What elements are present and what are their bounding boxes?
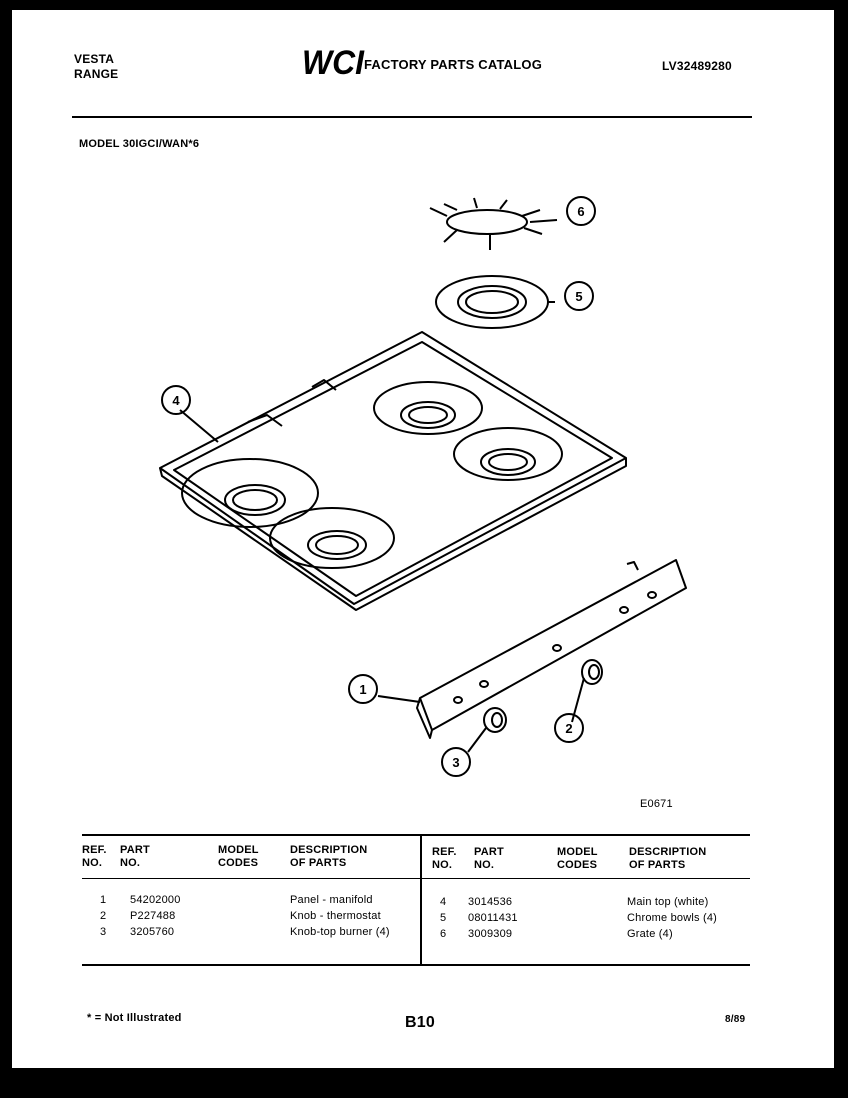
header-ref-right-line2: NO. — [432, 859, 453, 871]
wci-logo-text: WCI — [302, 44, 365, 80]
row-part: 3014536 — [468, 896, 513, 908]
row-ref: 5 — [440, 912, 447, 924]
header-ref-no-right: REF. NO. — [432, 846, 457, 872]
header-underline-left — [82, 878, 420, 879]
catalog-sheet: VESTA RANGE WCI FACTORY PARTS CATALOG LV… — [12, 10, 834, 1068]
callout-1: 1 — [348, 674, 378, 704]
table-divider — [420, 836, 422, 966]
catalog-code: LV32489280 — [662, 59, 732, 73]
header-model-line1: MODEL — [218, 844, 259, 856]
header-part-right-line2: NO. — [474, 859, 495, 871]
not-illustrated-note: * = Not Illustrated — [87, 1012, 182, 1024]
callout-1-label: 1 — [359, 682, 366, 697]
catalog-title: FACTORY PARTS CATALOG — [364, 57, 543, 72]
row-part: 3205760 — [130, 926, 175, 938]
header-model-codes-right: MODEL CODES — [557, 846, 598, 872]
header-part-line2: NO. — [120, 857, 141, 869]
callout-5-label: 5 — [575, 289, 582, 304]
header-rule — [72, 116, 752, 118]
burner-knob-part — [467, 707, 507, 753]
header-model-right-line1: MODEL — [557, 846, 598, 858]
main-top-part — [159, 331, 627, 611]
header-desc-right-line2: OF PARTS — [629, 859, 686, 871]
callout-4-label: 4 — [172, 393, 180, 408]
table-top-rule — [82, 834, 750, 836]
header-model-right-line2: CODES — [557, 859, 598, 871]
manifold-panel-part — [377, 559, 687, 739]
row-part: 08011431 — [468, 912, 518, 924]
row-ref: 2 — [100, 910, 107, 922]
callout-3-label: 3 — [452, 755, 459, 770]
wci-logo: WCI — [302, 44, 365, 80]
brand-name: VESTA — [74, 52, 115, 66]
header-underline-right — [422, 878, 750, 879]
header-description-right: DESCRIPTION OF PARTS — [629, 846, 706, 872]
header-desc-line2: OF PARTS — [290, 857, 347, 869]
callout-5: 5 — [564, 281, 594, 311]
row-part: 54202000 — [130, 894, 181, 906]
header-model-codes: MODEL CODES — [218, 844, 259, 870]
header-ref-no: REF. NO. — [82, 844, 107, 870]
header-desc-line1: DESCRIPTION — [290, 844, 368, 856]
row-desc: Main top (white) — [627, 896, 709, 908]
row-part: 3009309 — [468, 928, 513, 940]
row-ref: 1 — [100, 894, 107, 906]
callout-6: 6 — [566, 196, 596, 226]
row-part: P227488 — [130, 910, 176, 922]
chrome-bowl-part — [435, 275, 555, 329]
header-part-right-line1: PART — [474, 846, 504, 858]
row-desc: Knob-top burner (4) — [290, 926, 390, 938]
row-ref: 4 — [440, 896, 447, 908]
header-ref-line2: NO. — [82, 857, 103, 869]
callout-3: 3 — [441, 747, 471, 777]
header-desc-right-line1: DESCRIPTION — [629, 846, 707, 858]
product-type: RANGE — [74, 67, 119, 81]
callout-6-label: 6 — [577, 204, 584, 219]
row-ref: 3 — [100, 926, 107, 938]
header-description: DESCRIPTION OF PARTS — [290, 844, 367, 870]
callout-2: 2 — [554, 713, 584, 743]
callout-2-label: 2 — [565, 721, 572, 736]
catalog-date: 8/89 — [725, 1014, 746, 1025]
row-desc: Knob - thermostat — [290, 910, 381, 922]
row-ref: 6 — [440, 928, 447, 940]
page-number: B10 — [405, 1014, 435, 1031]
header-part-line1: PART — [120, 844, 150, 856]
header-part-no: PART NO. — [120, 844, 150, 870]
header-ref-right-line1: REF. — [432, 846, 457, 858]
grate-part — [429, 197, 558, 250]
model-label: MODEL 30IGCI/WAN*6 — [79, 138, 200, 150]
header-ref-line1: REF. — [82, 844, 107, 856]
table-bottom-rule — [82, 964, 750, 966]
header-model-line2: CODES — [218, 857, 259, 869]
header-part-no-right: PART NO. — [474, 846, 504, 872]
callout-4: 4 — [161, 385, 191, 415]
row-desc: Chrome bowls (4) — [627, 912, 718, 924]
figure-code: E0671 — [640, 798, 673, 810]
thermostat-knob-part — [571, 659, 603, 723]
exploded-parts-diagram: 6 5 4 1 2 3 — [159, 196, 687, 777]
row-desc: Grate (4) — [627, 928, 673, 940]
row-desc: Panel - manifold — [290, 894, 373, 906]
